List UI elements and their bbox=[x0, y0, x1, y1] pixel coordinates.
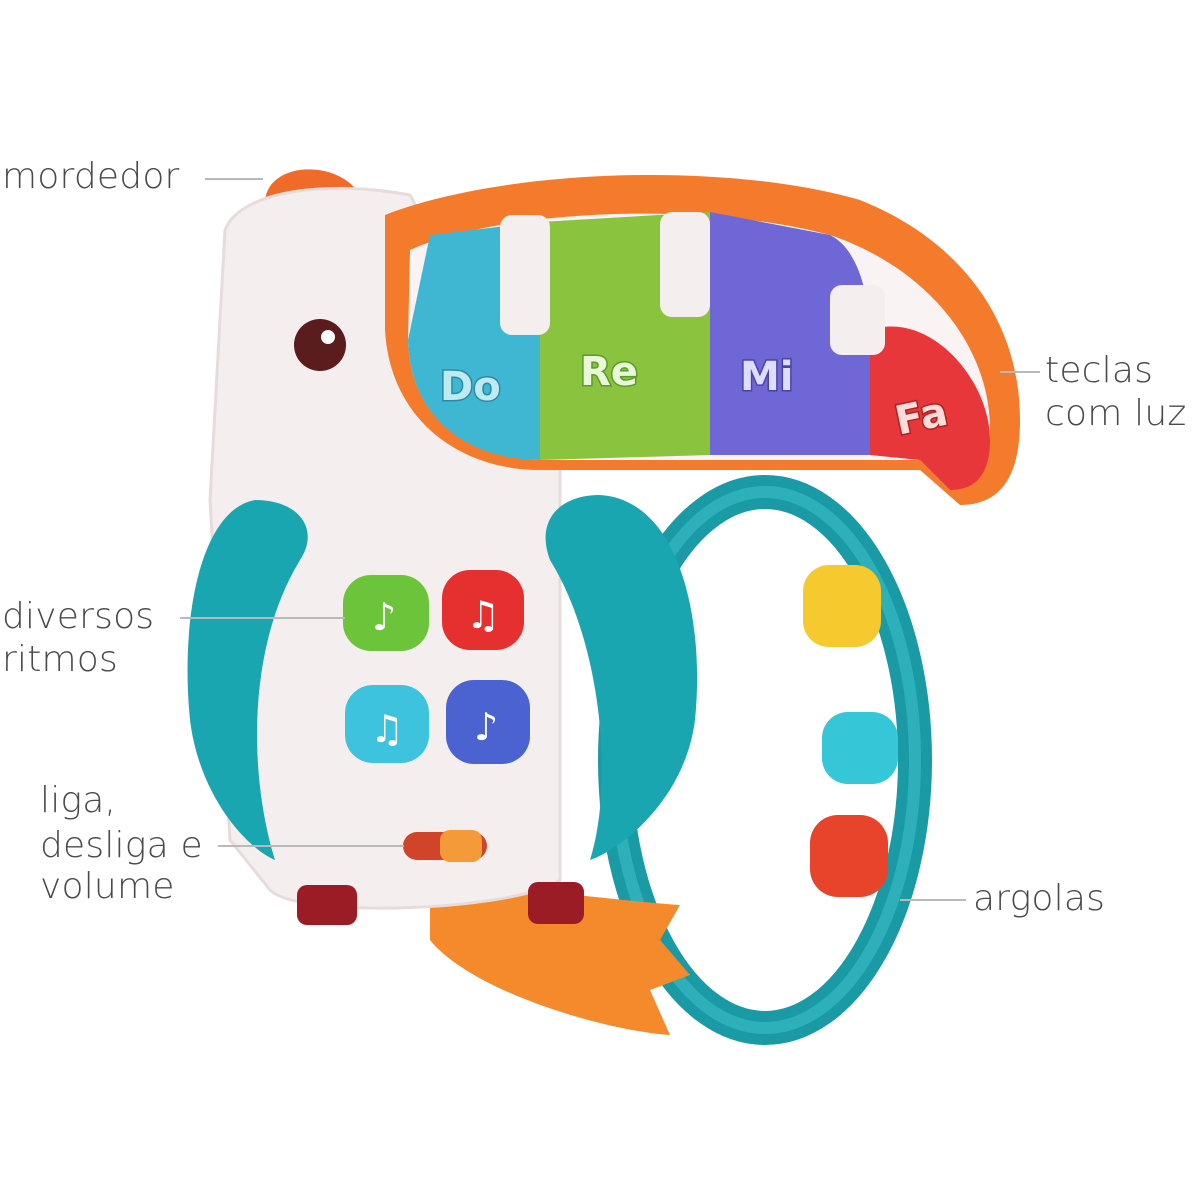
light-keys: Do Re Mi Fa bbox=[408, 212, 990, 490]
rhythm-button-green[interactable] bbox=[343, 575, 429, 651]
label-switch-1: liga, bbox=[40, 780, 117, 821]
callout-line bbox=[1000, 371, 1040, 373]
bead-red bbox=[810, 815, 888, 897]
music-note-icon: ♫ bbox=[466, 593, 500, 637]
left-foot bbox=[297, 885, 357, 925]
label-rings: argolas bbox=[973, 878, 1106, 919]
bead-yellow bbox=[803, 565, 881, 647]
key-mi-label: Mi bbox=[740, 354, 794, 400]
key-fa[interactable] bbox=[870, 326, 990, 490]
right-wing bbox=[545, 495, 698, 860]
key-re-label: Re bbox=[580, 349, 638, 395]
rhythm-buttons: ♪ ♫ ♫ ♪ bbox=[343, 570, 530, 764]
label-light-keys-1: teclas bbox=[1045, 350, 1154, 391]
key-do-label: Do bbox=[440, 364, 501, 410]
label-light-keys-2: com luz bbox=[1045, 393, 1187, 434]
label-switch-2: desliga e bbox=[40, 825, 203, 866]
callout-line bbox=[205, 178, 263, 180]
left-wing bbox=[187, 500, 308, 860]
rhythm-button-red[interactable] bbox=[442, 570, 524, 650]
right-foot bbox=[528, 882, 584, 924]
label-rhythms-1: diversos bbox=[2, 596, 155, 637]
music-note-icon: ♫ bbox=[370, 707, 404, 751]
label-switch-3: volume bbox=[40, 866, 175, 907]
eye bbox=[294, 319, 346, 371]
power-volume-switch[interactable] bbox=[440, 830, 482, 862]
callout-line bbox=[218, 845, 404, 847]
bead-cyan bbox=[822, 712, 898, 784]
label-rhythms-2: ritmos bbox=[2, 639, 118, 680]
key-mi[interactable] bbox=[710, 212, 870, 455]
music-note-icon: ♪ bbox=[474, 705, 498, 749]
callout-line bbox=[180, 617, 345, 619]
rhythm-button-blue[interactable] bbox=[446, 680, 530, 764]
rhythm-button-cyan[interactable] bbox=[345, 685, 429, 763]
tail bbox=[430, 891, 690, 1035]
music-note-icon: ♪ bbox=[372, 595, 396, 639]
callout-line bbox=[900, 899, 966, 901]
label-teether: mordedor bbox=[2, 156, 180, 197]
